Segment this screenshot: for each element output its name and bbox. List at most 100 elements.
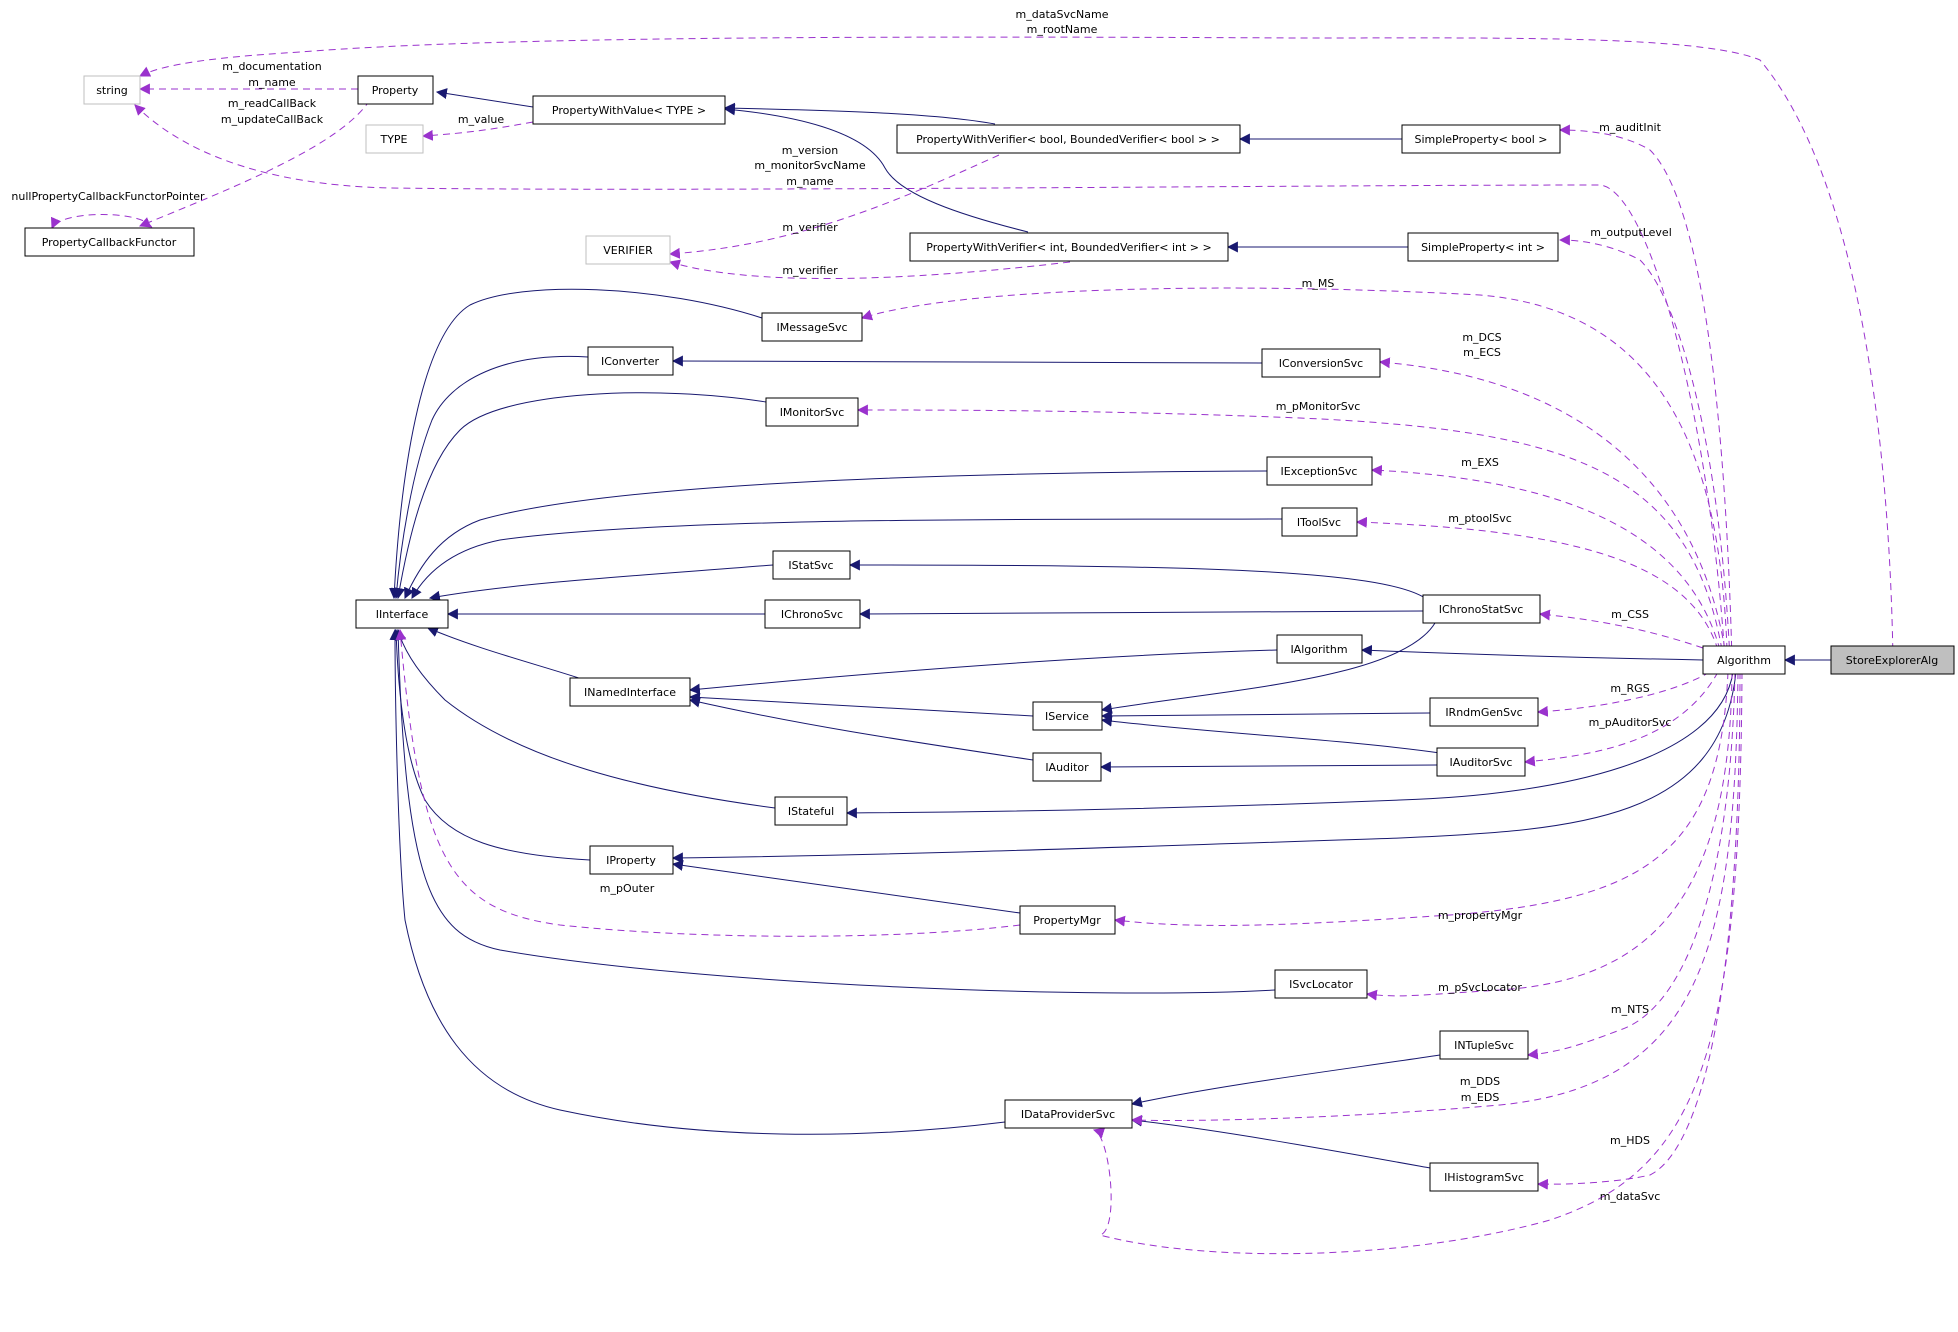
edge-iexceptionsvc-iinterface [404,470,1268,600]
node-property[interactable]: Property [357,75,434,105]
edge-css [1538,609,1704,649]
node-ichronosvc[interactable]: IChronoSvc [764,599,861,629]
node-simpleproperty-bool[interactable]: SimpleProperty< bool > [1401,124,1561,154]
edge-label-verifier1: m_verifier [782,221,838,234]
node-label: IAuditor [1045,761,1089,774]
node-label: INamedInterface [584,686,676,699]
node-propertymgr[interactable]: PropertyMgr [1019,905,1116,935]
node-istateful[interactable]: IStateful [774,796,848,826]
node-pwv-int[interactable]: PropertyWithVerifier< int, BoundedVerifi… [909,232,1229,262]
node-label: IConversionSvc [1279,357,1363,370]
edge-label-rgs: m_RGS [1610,682,1649,695]
node-label: PropertyWithVerifier< bool, BoundedVerif… [916,133,1220,146]
edge-pwvbool-propertywithvalue [723,102,996,125]
edge-label-nts: m_NTS [1611,1003,1649,1016]
edge-label-name2: m_name [786,175,834,188]
node-iconverter[interactable]: IConverter [587,346,674,376]
node-iinterface[interactable]: IInterface [355,599,449,629]
class-nodes: string Property PropertyWithValue< TYPE … [24,75,1955,1192]
edge-ms [860,287,1728,651]
node-storeexploreralg[interactable]: StoreExplorerAlg [1830,645,1955,675]
edge-hds [1536,671,1741,1190]
edge-label-name: m_name [248,76,296,89]
edge-label-eds: m_EDS [1461,1091,1500,1104]
node-string[interactable]: string [83,75,141,105]
edge-label-hds: m_HDS [1610,1134,1650,1147]
edge-label-datasvc: m_dataSvc [1600,1190,1661,1203]
node-istatsvc[interactable]: IStatSvc [772,550,851,580]
edge-value-type [421,121,534,141]
edge-label-monitorsvcname: m_monitorSvcName [754,159,865,172]
edge-outputlevel [1558,234,1731,661]
edge-callback-functor [138,99,371,228]
node-imonitorsvc[interactable]: IMonitorSvc [765,397,859,427]
edge-algorithm-ialgorithm [1360,644,1704,661]
edge-label-datasvcname: m_dataSvcName [1016,8,1109,21]
node-label: ISvcLocator [1289,978,1353,991]
node-label: PropertyWithVerifier< int, BoundedVerifi… [926,241,1211,254]
node-pwv-bool[interactable]: PropertyWithVerifier< bool, BoundedVerif… [896,124,1241,154]
edge-ichronostatsvc-ichronosvc [858,608,1424,620]
node-iauditor[interactable]: IAuditor [1032,752,1102,782]
node-iconversionsvc[interactable]: IConversionSvc [1261,348,1381,378]
node-idataprovidersvc[interactable]: IDataProviderSvc [1004,1099,1133,1129]
edge-propertymgr [1113,671,1729,927]
node-iservice[interactable]: IService [1032,701,1103,731]
node-ialgorithm[interactable]: IAlgorithm [1276,634,1363,664]
node-label: SimpleProperty< bool > [1414,133,1547,146]
node-propertycallbackfunctor[interactable]: PropertyCallbackFunctor [24,227,195,257]
node-label: Algorithm [1717,654,1771,667]
edge-pmonitorsvc [856,404,1723,651]
node-label: IChronoStatSvc [1439,603,1524,616]
node-simpleproperty-int[interactable]: SimpleProperty< int > [1407,232,1559,262]
edge-inamedinterface-iinterface [426,626,586,681]
node-ihistogramsvc[interactable]: IHistogramSvc [1429,1162,1539,1192]
edge-label-psvclocator: m_pSvcLocator [1438,981,1522,994]
edge-auditinit [1558,124,1733,661]
node-label: Property [372,84,419,97]
edge-label-pouter: m_pOuter [600,882,655,895]
node-label: IInterface [376,608,429,621]
node-label: PropertyCallbackFunctor [42,236,177,249]
node-label: IRndmGenSvc [1445,706,1522,719]
node-type[interactable]: TYPE [365,124,424,154]
node-label: IMessageSvc [777,321,848,334]
node-label: IStatSvc [788,559,833,572]
node-irndmgensvc[interactable]: IRndmGenSvc [1429,697,1539,727]
edge-dcs [1378,357,1726,651]
edge-label-documentation: m_documentation [222,60,322,73]
edge-rgs [1536,671,1711,717]
edge-imonitorsvc-iinterface [394,392,767,600]
node-ichronostatsvc[interactable]: IChronoStatSvc [1422,594,1541,624]
edge-label-value: m_value [458,113,504,126]
inheritance-edges [389,88,1831,1169]
node-iexceptionsvc[interactable]: IExceptionSvc [1266,456,1373,486]
node-imessagesvc[interactable]: IMessageSvc [761,312,863,342]
node-label: IToolSvc [1297,516,1341,529]
edge-istatsvc-iinterface [428,564,774,602]
edge-ihistogramsvc-idataprovidersvc [1130,1115,1431,1169]
node-isvclocator[interactable]: ISvcLocator [1274,969,1368,999]
node-inamedinterface[interactable]: INamedInterface [569,677,691,707]
edge-algorithm-iproperty [671,671,1737,864]
node-iproperty[interactable]: IProperty [589,845,674,875]
node-intuplesvc[interactable]: INTupleSvc [1439,1030,1529,1060]
node-label: IAuditorSvc [1450,756,1513,769]
edge-algorithm-istateful [845,671,1734,819]
edge-label-ptoolsvc: m_ptoolSvc [1448,512,1512,525]
edge-datasvcname-string [139,36,1894,663]
edge-irndmgensvc-iservice [1100,710,1431,722]
edge-label-ecs: m_ECS [1463,346,1501,359]
node-verifier[interactable]: VERIFIER [585,235,671,265]
node-label: VERIFIER [603,244,653,257]
node-itoolsvc[interactable]: IToolSvc [1281,507,1358,537]
node-label: IMonitorSvc [780,406,845,419]
edge-pouter [395,628,1021,937]
node-iauditorsvc[interactable]: IAuditorSvc [1436,747,1526,777]
edge-name-string [134,104,1726,661]
node-algorithm[interactable]: Algorithm [1702,645,1786,675]
node-propertywithvalue[interactable]: PropertyWithValue< TYPE > [532,95,726,125]
node-label: SimpleProperty< int > [1421,241,1545,254]
edge-imessagesvc-iinterface [389,288,763,600]
node-label: StoreExplorerAlg [1846,654,1938,667]
